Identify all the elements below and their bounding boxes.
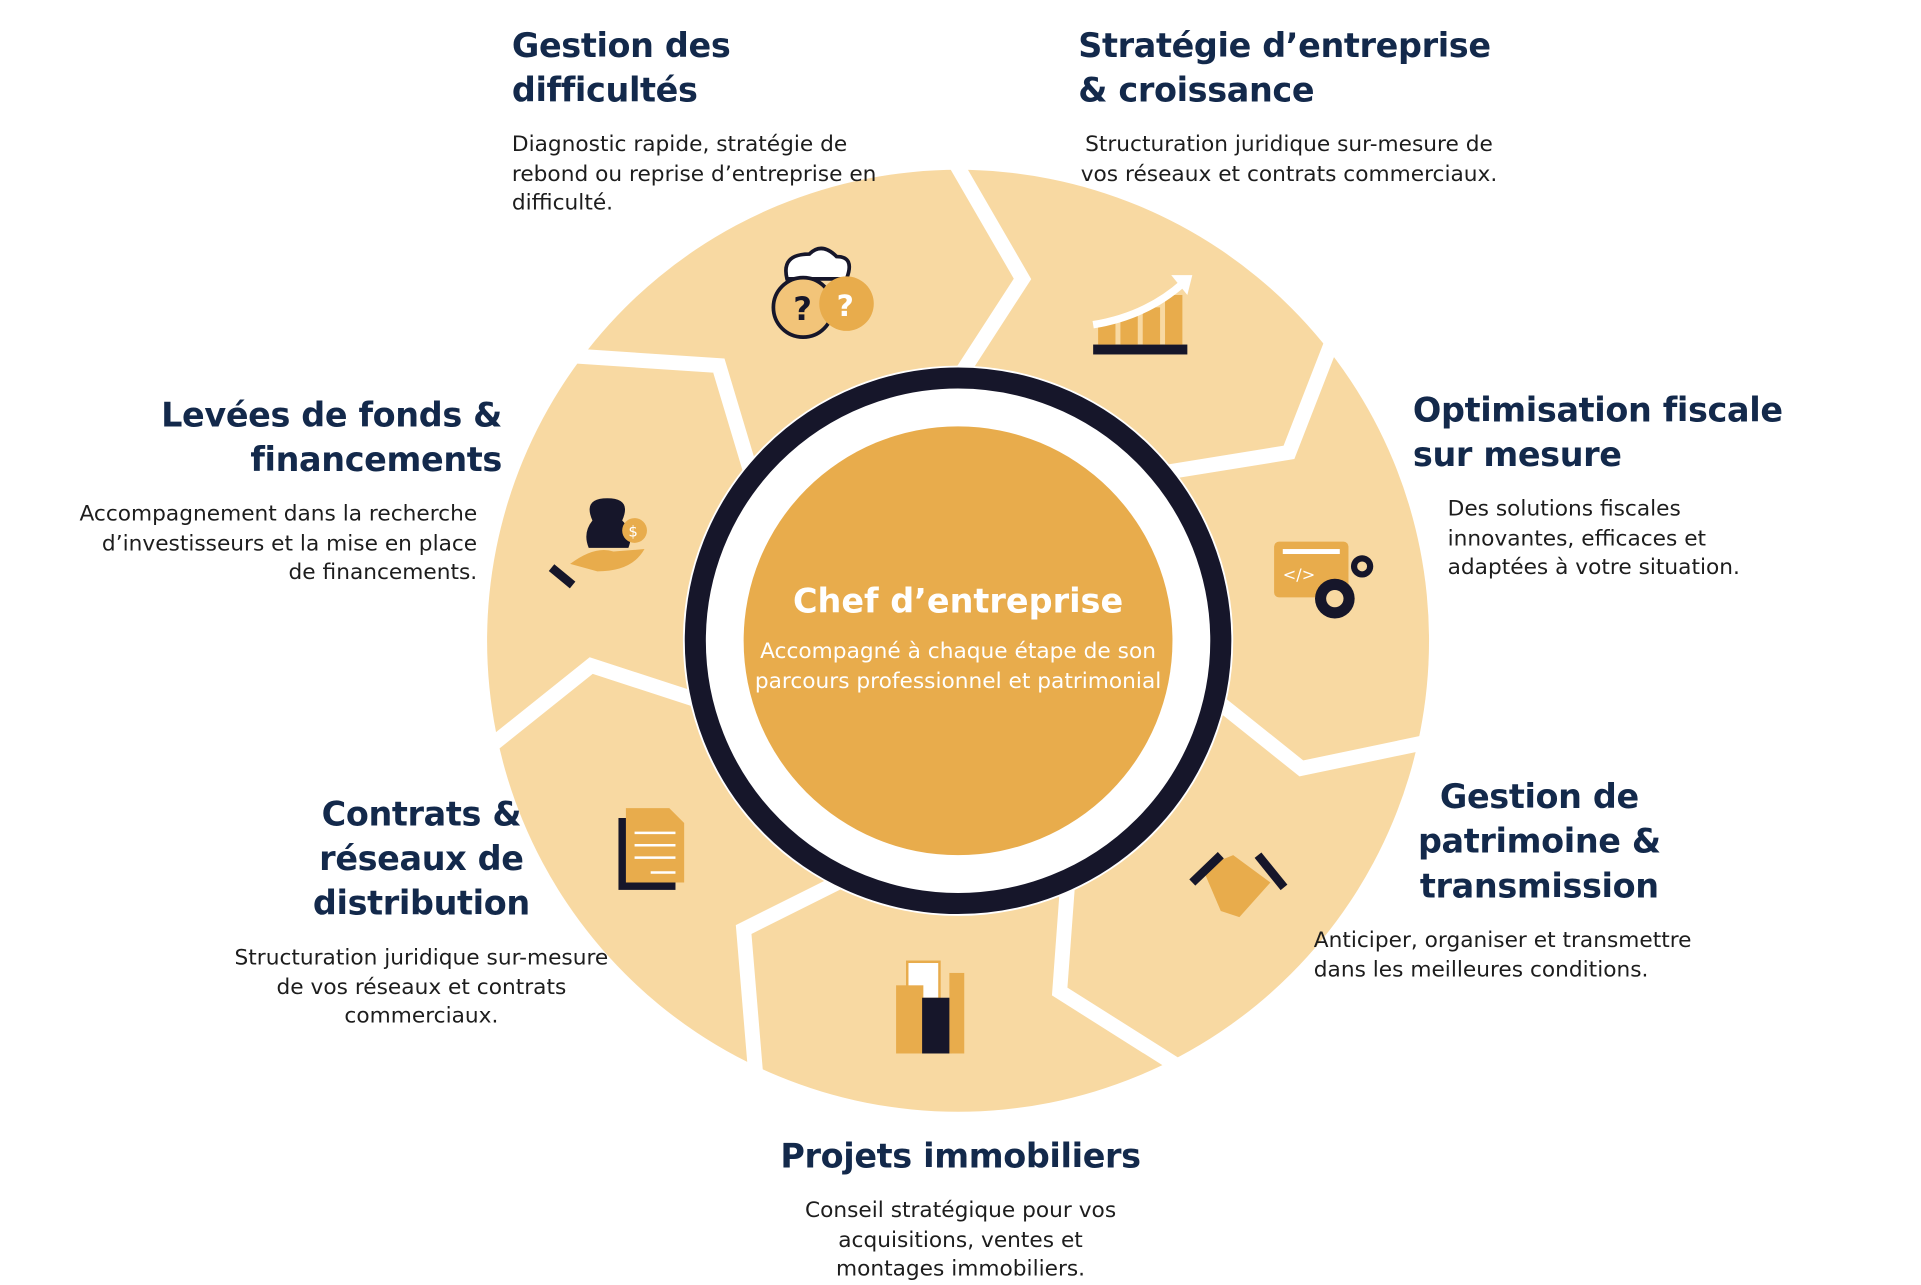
section-text: Anticiper, organiser et transmettre dans…	[1313, 928, 1692, 983]
section-contrats: Contrats & réseaux de distribution Struc…	[223, 793, 632, 1032]
section-title: Stratégie d’entreprise & croissance	[1078, 27, 1491, 111]
section-immobilier: Projets immobiliers Conseil stratégique …	[756, 1135, 1165, 1284]
section-text: Diagnostic rapide, stratégie de rebond o…	[511, 132, 877, 216]
dark-ring	[684, 367, 1232, 915]
section-text: Structuration juridique sur-mesure de vo…	[234, 945, 609, 1029]
question-bubbles-icon: ? ?	[771, 246, 874, 339]
growth-chart-icon	[1092, 275, 1193, 355]
svg-text:</>: </>	[1283, 565, 1315, 584]
svg-text:$: $	[628, 523, 637, 541]
svg-text:?: ?	[793, 290, 812, 328]
section-text: Des solutions fiscales innovantes, effic…	[1447, 496, 1740, 581]
section-gestion-difficultes: Gestion des difficultés Diagnostic rapid…	[512, 25, 909, 219]
section-title: Optimisation fiscale sur mesure	[1412, 391, 1783, 475]
section-text: Conseil stratégique pour vos acquisition…	[804, 1198, 1117, 1282]
center-subtitle: Accompagné à chaque étape de son parcour…	[754, 639, 1162, 694]
contract-document-icon	[618, 808, 685, 890]
section-patrimoine: Gestion de patrimoine & transmission Ant…	[1314, 776, 1735, 985]
code-gear-icon: </>	[1274, 541, 1374, 619]
section-title: Gestion de patrimoine & transmission	[1417, 778, 1661, 907]
segment-separators	[481, 157, 1434, 1079]
section-text: Structuration juridique sur-mesure de vo…	[1080, 132, 1498, 187]
buildings-icon	[896, 960, 965, 1054]
center-title: Chef d’entreprise	[792, 582, 1124, 621]
section-optimisation-fiscale: Optimisation fiscale sur mesure Des solu…	[1413, 389, 1797, 583]
section-levees-fonds: Levées de fonds & financements Accompagn…	[68, 394, 502, 588]
center-disc	[743, 426, 1173, 856]
center-text: Chef d’entreprise Accompagné à chaque ét…	[744, 583, 1173, 697]
svg-text:?: ?	[837, 289, 854, 324]
money-bag-hand-icon: $	[548, 498, 647, 589]
section-title: Projets immobiliers	[780, 1137, 1141, 1177]
section-title: Levées de fonds & financements	[161, 396, 502, 480]
section-title: Contrats & réseaux de distribution	[312, 795, 530, 924]
section-text: Accompagnement dans la recherche d’inves…	[79, 501, 478, 585]
section-strategie: Stratégie d’entreprise & croissance Stru…	[1078, 25, 1506, 190]
handshake-icon	[1189, 852, 1288, 918]
section-title: Gestion des difficultés	[511, 27, 731, 111]
